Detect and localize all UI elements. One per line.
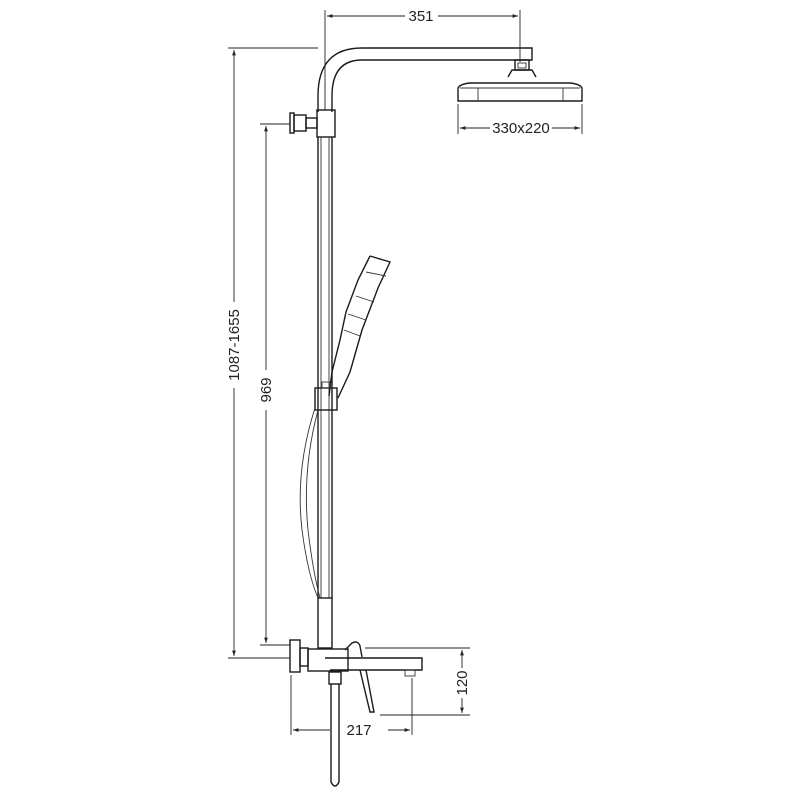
dimension-head-size: 330x220: [457, 104, 583, 137]
riser-rail: [317, 137, 333, 649]
dim-label-217: 217: [346, 722, 371, 739]
overhead-arm: [317, 47, 533, 112]
dimension-spout-height: 120: [365, 647, 471, 716]
upper-wall-bracket: [289, 109, 336, 138]
dimension-total-height: 1087-1655: [226, 47, 318, 659]
dimension-arm-reach: 351: [324, 8, 521, 110]
shower-hose: [299, 407, 321, 599]
dim-label-120: 120: [454, 670, 471, 695]
dim-label-351: 351: [408, 8, 433, 25]
dimension-spout-reach: 217: [290, 675, 413, 739]
dim-label-330x220: 330x220: [492, 120, 550, 137]
slide-holder: [314, 381, 338, 411]
dimension-rail-height: 969: [258, 123, 290, 646]
dim-label-969: 969: [258, 377, 275, 402]
hand-shower: [328, 255, 391, 399]
mixer-valve: [289, 639, 423, 787]
rain-shower-head: [457, 59, 583, 102]
dim-label-1087-1655: 1087-1655: [226, 309, 243, 381]
